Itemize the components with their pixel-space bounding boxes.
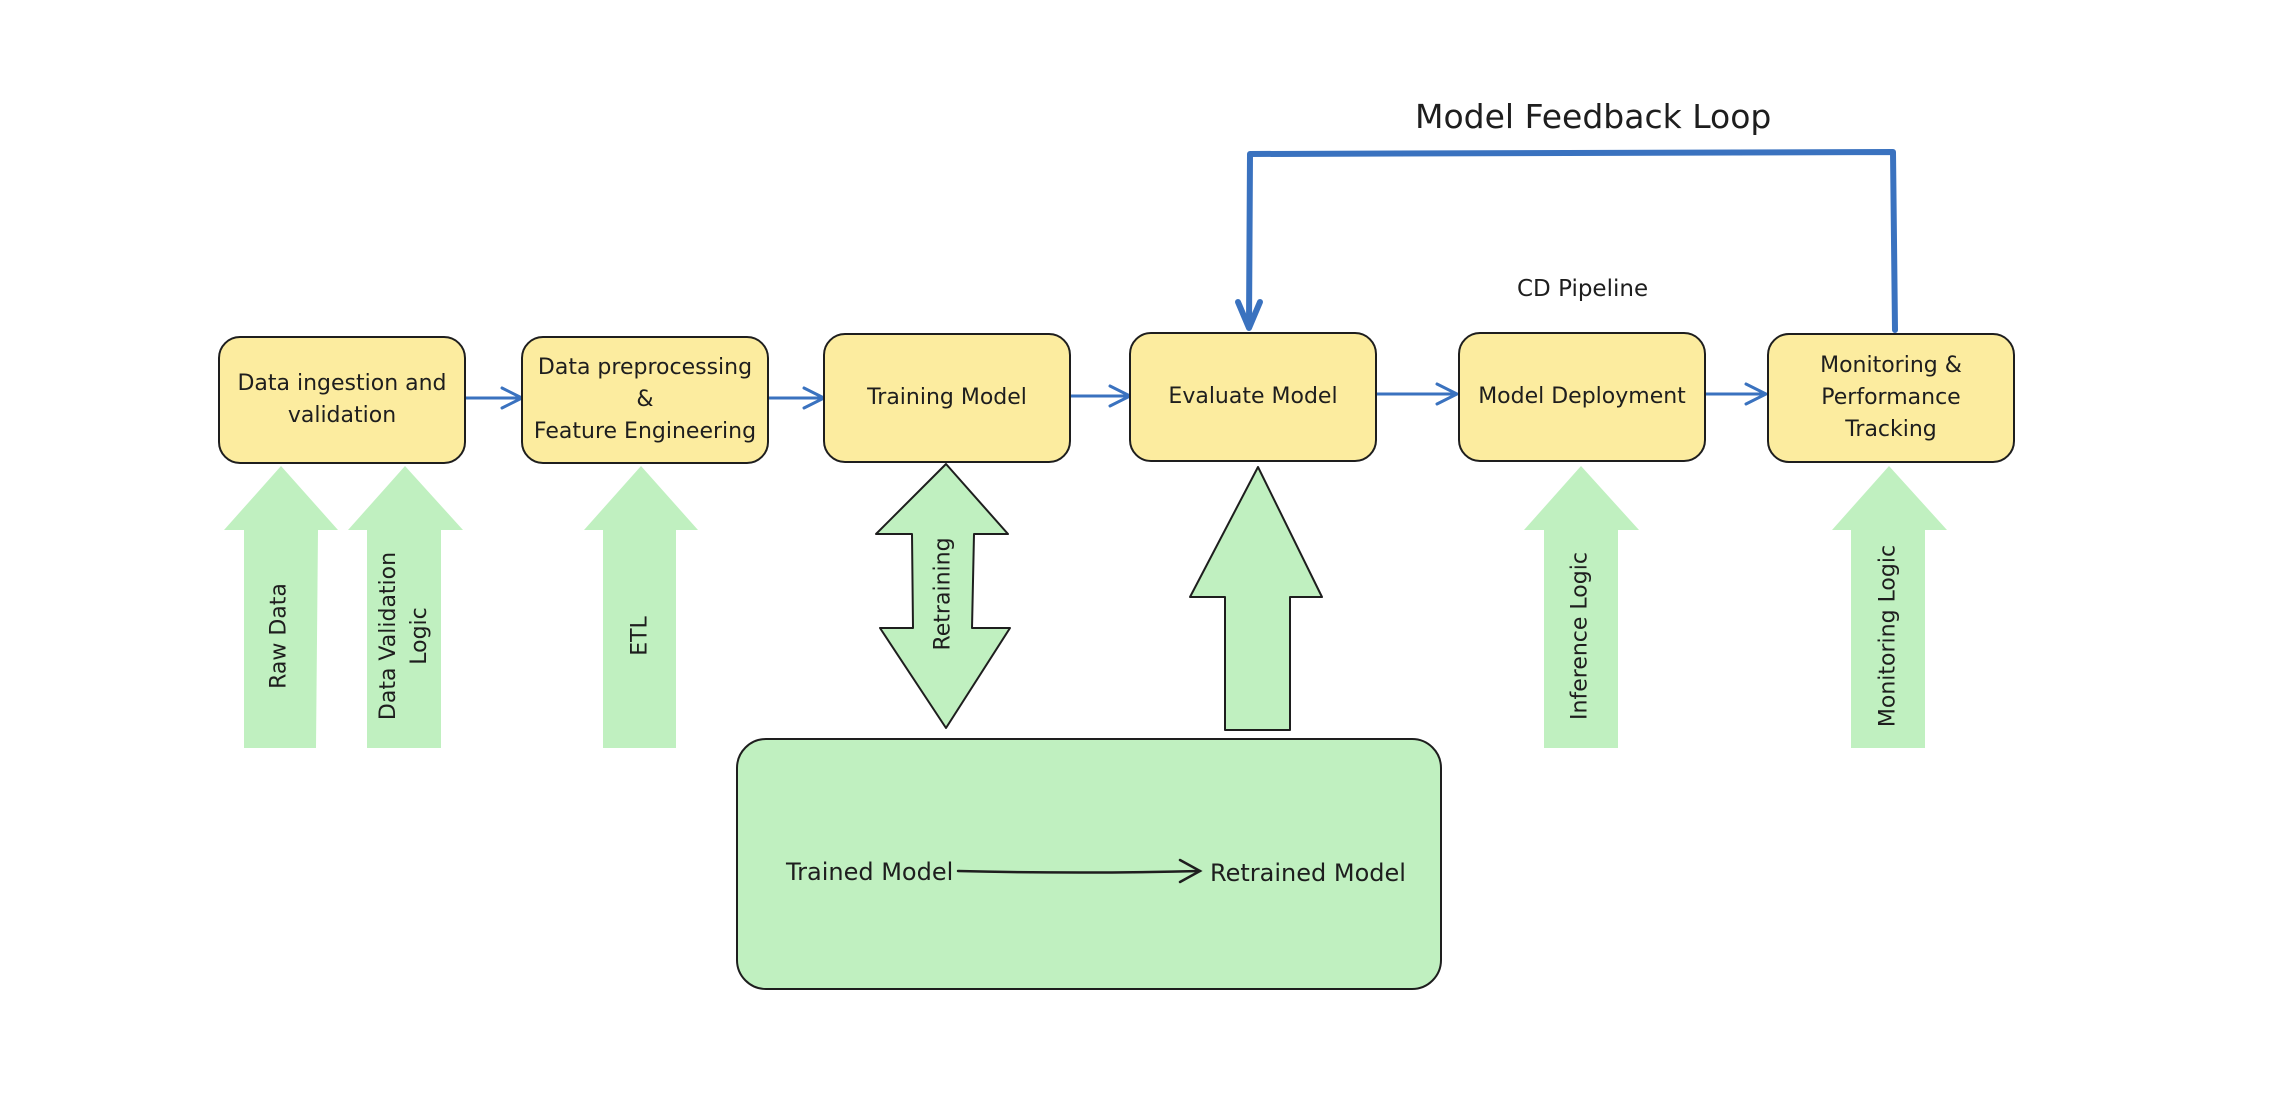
stage-label: Data ingestion and validation — [237, 371, 447, 428]
retraining-double-arrow — [875, 463, 1011, 729]
input-label-inference: Inference Logic — [1567, 552, 1593, 720]
flow-arrow-4 — [1373, 382, 1461, 406]
stage-training-model: Training Model — [823, 333, 1071, 463]
stage-model-deployment: Model Deployment — [1458, 332, 1706, 462]
stage-data-preprocessing: Data preprocessing & Feature Engineering — [521, 336, 769, 464]
flow-arrow-3 — [1068, 384, 1134, 408]
feedback-loop-arrow — [1235, 149, 1898, 333]
feedback-loop-title: Model Feedback Loop — [1415, 97, 1772, 136]
stage-label: Data preprocessing & Feature Engineering — [533, 355, 757, 444]
stage-label: Monitoring & Performance Tracking — [1820, 353, 1962, 442]
stage-monitoring: Monitoring & Performance Tracking — [1767, 333, 2015, 463]
flow-arrow-1 — [462, 386, 526, 410]
stage-evaluate-model: Evaluate Model — [1129, 332, 1377, 462]
input-label-data-validation: Data Validation Logic — [376, 551, 432, 721]
flow-arrow-5 — [1703, 382, 1770, 406]
retraining-label: Retraining — [930, 537, 956, 651]
input-label-etl: ETL — [627, 616, 653, 656]
retrained-model-label: Retrained Model — [1210, 859, 1406, 887]
evaluation-input-arrow — [1189, 466, 1323, 731]
trained-model-label: Trained Model — [786, 858, 954, 886]
input-arrow-raw-data — [224, 466, 338, 748]
model-store-panel — [736, 738, 1442, 990]
input-label-raw-data: Raw Data — [266, 583, 292, 689]
input-arrow-inference — [1524, 466, 1639, 748]
stage-label: Model Deployment — [1478, 384, 1686, 410]
flow-arrow-2 — [766, 386, 828, 410]
stage-label: Evaluate Model — [1168, 384, 1338, 410]
input-label-monitoring: Monitoring Logic — [1875, 544, 1901, 728]
cd-pipeline-label: CD Pipeline — [1517, 276, 1649, 302]
input-arrow-etl — [584, 466, 698, 748]
stage-data-ingestion: Data ingestion and validation — [218, 336, 466, 464]
input-arrow-monitoring — [1832, 466, 1947, 748]
stage-label: Training Model — [867, 385, 1027, 411]
input-arrow-data-validation — [348, 466, 463, 748]
